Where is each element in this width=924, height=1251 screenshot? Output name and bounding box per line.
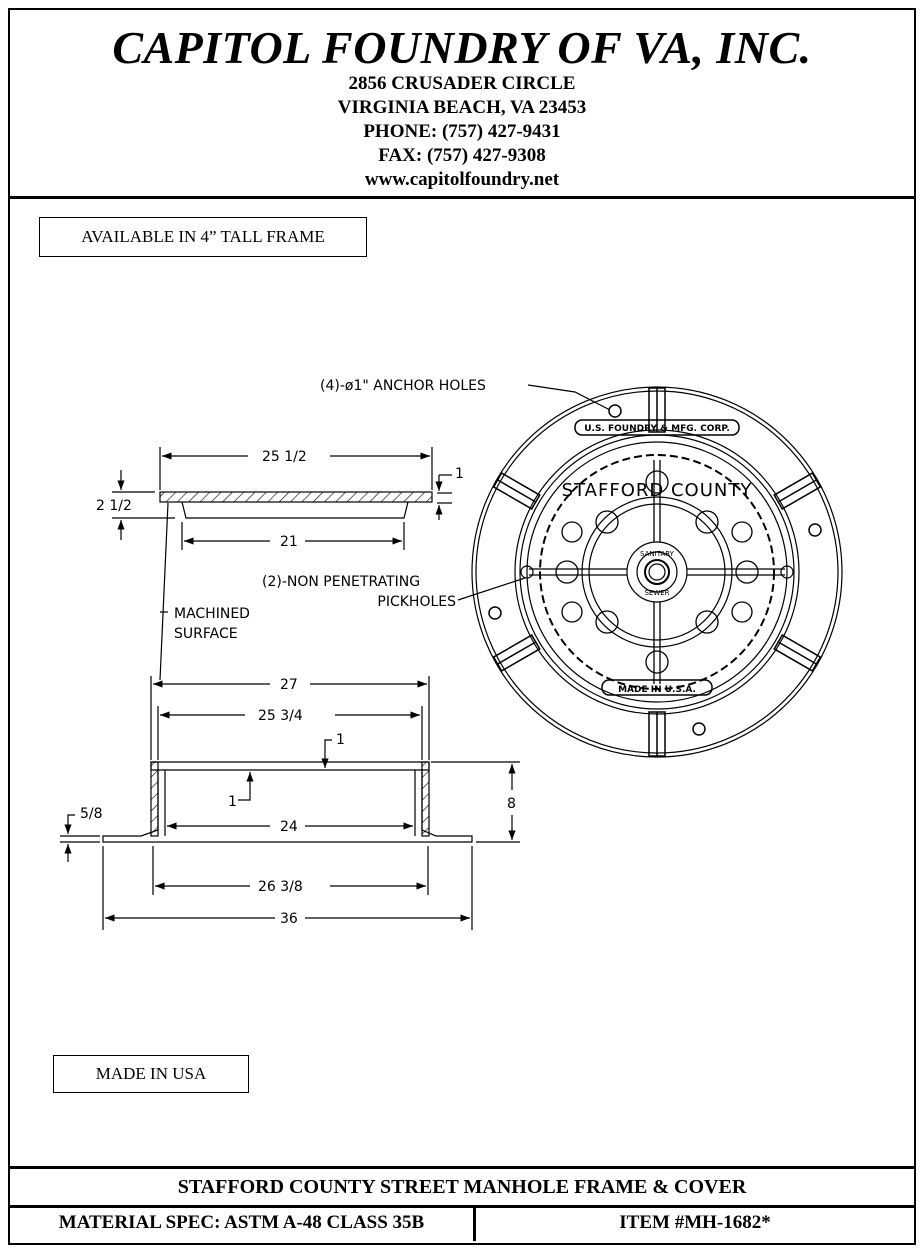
frame-section	[60, 676, 520, 930]
dim-cover-inner: 21	[280, 534, 298, 550]
dim-clear-opening: 24	[280, 819, 298, 835]
dim-frame-inner-top: 25 3/4	[258, 708, 303, 724]
cover-maker-text: U.S. FOUNDRY & MFG. CORP.	[584, 424, 730, 434]
dim-base-inner: 26 3/8	[258, 879, 303, 895]
cover-origin-text: MADE IN U.S.A.	[618, 685, 696, 695]
address-line-2: VIRGINIA BEACH, VA 23453	[337, 97, 587, 118]
cover-plan-view	[471, 386, 843, 758]
cover-sanitary-text: SANITARY	[640, 550, 675, 558]
item-number: ITEM #MH-1682*	[619, 1212, 771, 1233]
frame-height-note: AVAILABLE IN 4” TALL FRAME	[39, 217, 367, 257]
machined-surface-label-2: SURFACE	[174, 626, 238, 642]
page-border	[8, 8, 916, 1245]
address-line-1: 2856 CRUSADER CIRCLE	[348, 73, 576, 94]
material-spec: MATERIAL SPEC: ASTM A-48 CLASS 35B	[10, 1205, 476, 1241]
dim-cover-lip: 1	[455, 466, 464, 482]
anchor-holes	[488, 404, 822, 736]
website-link[interactable]: www.capitolfoundry.net	[364, 169, 560, 190]
letterhead: CAPITOL FOUNDRY OF VA, INC. 2856 CRUSADE…	[10, 10, 914, 199]
cover-sewer-text: SEWER	[644, 589, 669, 597]
dim-cover-width: 25 1/2	[262, 449, 307, 465]
machined-surface-label-1: MACHINED	[174, 606, 250, 622]
cover-section	[112, 447, 452, 681]
fax: FAX: (757) 427-9308	[378, 145, 546, 166]
dim-frame-seat: 1	[336, 732, 345, 748]
anchor-holes-label: (4)-ø1" ANCHOR HOLES	[320, 378, 486, 394]
dim-flange: 36	[280, 911, 298, 927]
dim-frame-outer-top: 27	[280, 677, 298, 693]
dim-cover-thickness: 2 1/2	[96, 498, 132, 514]
made-in-usa-note: MADE IN USA	[53, 1055, 249, 1093]
dim-frame-height: 8	[507, 796, 516, 812]
pickholes-label-2: PICKHOLES	[377, 594, 456, 610]
dim-flange-thickness: 5/8	[80, 806, 103, 822]
dim-frame-seat-lower: 1	[228, 794, 237, 810]
cover-county-text: STAFFORD COUNTY	[562, 480, 753, 501]
phone: PHONE: (757) 427-9431	[363, 121, 561, 142]
pickholes-label-1: (2)-NON PENETRATING	[262, 574, 420, 590]
drawing-title: STAFFORD COUNTY STREET MANHOLE FRAME & C…	[10, 1166, 914, 1208]
company-name: CAPITOL FOUNDRY OF VA, INC.	[112, 22, 812, 73]
